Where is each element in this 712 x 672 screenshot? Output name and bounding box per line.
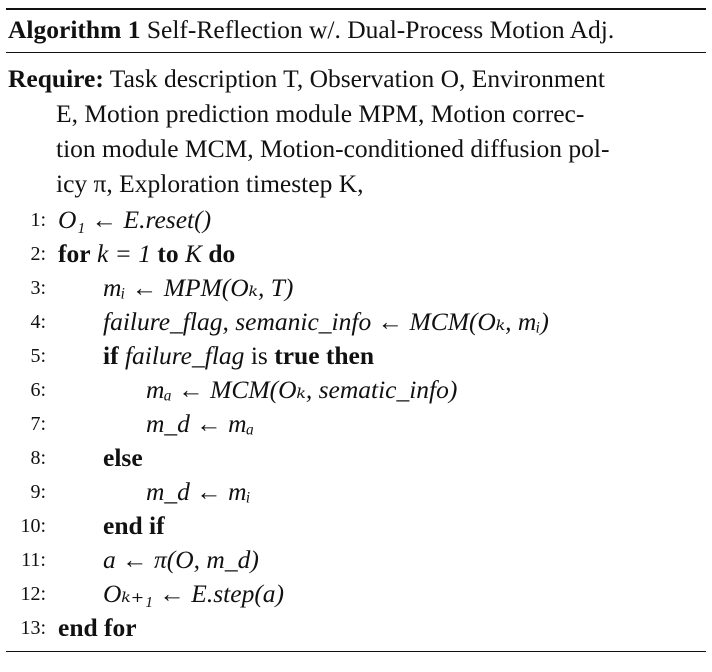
step-3: 3: mᵢ ← MPM(Oₖ, T) <box>6 271 706 305</box>
step-text: O₁ ← E.reset() <box>58 205 212 234</box>
algorithm-steps: 1: O₁ ← E.reset() 2: for k = 1 to K do 3… <box>6 201 706 651</box>
step-text: mₐ ← MCM(Oₖ, sematic_info) <box>146 375 458 404</box>
step-6: 6: mₐ ← MCM(Oₖ, sematic_info) <box>6 373 706 407</box>
algorithm-label: Algorithm 1 <box>8 15 141 44</box>
header-rule <box>6 52 706 53</box>
keyword-end-if: end if <box>103 511 165 540</box>
require-line-3: tion module MCM, Motion-conditioned diff… <box>56 134 610 163</box>
step-12: 12: Oₖ₊₁ ← E.step(a) <box>6 577 706 611</box>
step-5: 5: if failure_flag is true then <box>6 339 706 373</box>
step-text: K <box>184 239 202 268</box>
step-content: for k = 1 to K do <box>58 237 235 271</box>
line-number: 4: <box>30 311 46 333</box>
require-keyword: Require: <box>8 64 104 93</box>
step-1: 1: O₁ ← E.reset() <box>6 203 706 237</box>
require-line-2: E, Motion prediction module MPM, Motion … <box>56 99 585 128</box>
keyword-to: to <box>157 239 179 268</box>
keyword-end-for: end for <box>58 613 137 642</box>
keyword-else: else <box>103 443 143 472</box>
line-number: 10: <box>20 515 46 537</box>
step-10: 10: end if <box>6 509 706 543</box>
line-number: 11: <box>21 549 46 571</box>
step-7: 7: m_d ← mₐ <box>6 407 706 441</box>
keyword-is: is <box>250 341 268 370</box>
line-number: 2: <box>30 243 46 265</box>
require-line-4: icy π, Exploration timestep K, <box>56 169 364 198</box>
line-number: 6: <box>30 379 46 401</box>
line-number: 13: <box>20 617 46 639</box>
require-block: Require: Task description T, Observation… <box>6 53 706 201</box>
bottom-rule <box>6 651 706 652</box>
algorithm-box: Algorithm 1 Self-Reflection w/. Dual-Pro… <box>6 8 706 652</box>
line-number: 5: <box>30 345 46 367</box>
line-number: 1: <box>30 209 46 231</box>
step-text: Oₖ₊₁ ← E.step(a) <box>103 579 285 608</box>
step-text: mᵢ ← MPM(Oₖ, T) <box>103 273 294 302</box>
line-number: 9: <box>30 481 46 503</box>
top-rule <box>6 8 706 10</box>
keyword-true-then: true then <box>274 341 375 370</box>
line-number: 7: <box>30 413 46 435</box>
step-text: m_d ← mₐ <box>146 409 255 438</box>
step-8: 8: else <box>6 441 706 475</box>
step-text: failure_flag, semanic_info ← MCM(Oₖ, mᵢ) <box>103 307 549 336</box>
step-9: 9: m_d ← mᵢ <box>6 475 706 509</box>
step-content: if failure_flag is true then <box>103 339 374 373</box>
step-2: 2: for k = 1 to K do <box>6 237 706 271</box>
step-11: 11: a ← π(O, m_d) <box>6 543 706 577</box>
require-line-1: Require: Task description T, Observation… <box>8 61 702 96</box>
keyword-do: do <box>208 239 236 268</box>
line-number: 12: <box>20 583 46 605</box>
step-13: 13: end for <box>6 611 706 645</box>
line-number: 8: <box>30 447 46 469</box>
step-text: failure_flag <box>124 341 245 370</box>
line-number: 3: <box>30 277 46 299</box>
step-text: k = 1 <box>96 239 151 268</box>
step-4: 4: failure_flag, semanic_info ← MCM(Oₖ, … <box>6 305 706 339</box>
step-text: a ← π(O, m_d) <box>103 545 259 574</box>
require-text-1: Task description T, Observation O, Envir… <box>109 64 605 93</box>
step-text: m_d ← mᵢ <box>146 477 251 506</box>
algorithm-title: Self-Reflection w/. Dual-Process Motion … <box>146 15 615 44</box>
keyword-if: if <box>103 341 119 370</box>
keyword-for: for <box>58 239 91 268</box>
algorithm-header: Algorithm 1 Self-Reflection w/. Dual-Pro… <box>6 10 706 52</box>
